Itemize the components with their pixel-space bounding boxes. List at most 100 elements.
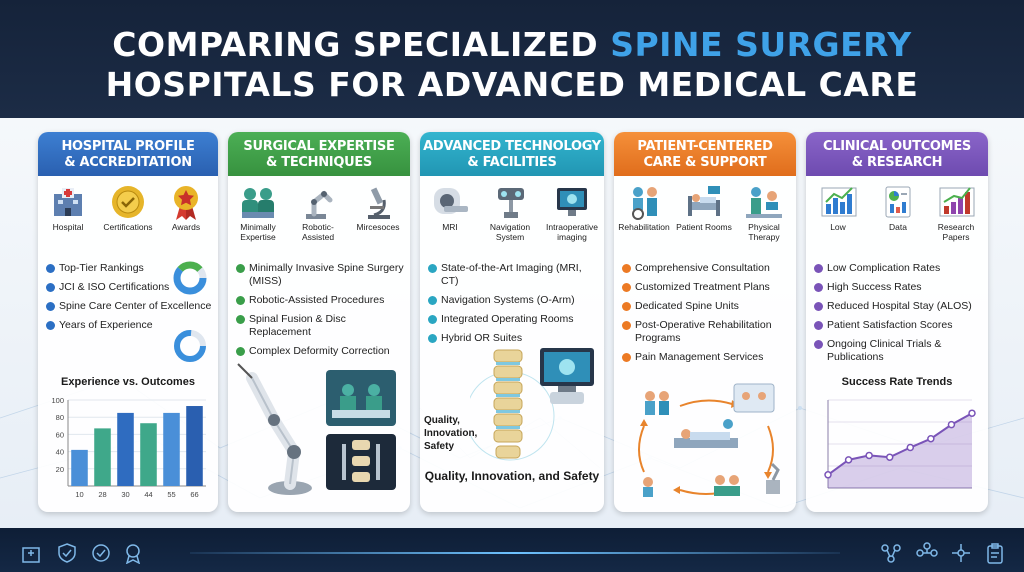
- spine-implant-photo: [326, 434, 396, 490]
- icon-patient-rooms: Patient Rooms: [676, 184, 732, 232]
- donut-chart-icon: [173, 261, 207, 295]
- bullet-item: Minimally Invasive Spine Surgery (MISS): [236, 262, 404, 288]
- icon-hospital: Hospital: [40, 184, 96, 232]
- bullet-item: Spine Care Center of Excellence: [46, 300, 214, 313]
- bullet-item: Hybrid OR Suites: [428, 332, 596, 345]
- bar: [71, 449, 88, 486]
- y-tick-label: 100: [51, 396, 64, 405]
- bullet-list: Minimally Invasive Spine Surgery (MISS) …: [236, 262, 404, 364]
- x-tick-label: 55: [167, 490, 175, 499]
- operating-room-photo: [326, 370, 396, 426]
- icon-awards: Awards: [158, 184, 214, 232]
- icon-certifications: Certifications: [100, 184, 156, 232]
- data-point: [865, 451, 873, 460]
- patient-bed-icon: [688, 186, 720, 216]
- award-icon: [125, 544, 141, 564]
- bullet-item: Complex Deformity Correction: [236, 345, 404, 358]
- title-line-1: COMPARING SPECIALIZED SPINE SURGERY: [112, 25, 912, 64]
- y-tick-label: 60: [56, 430, 64, 439]
- data-point: [947, 420, 956, 429]
- bullet-item: Low Complication Rates: [814, 262, 982, 275]
- hospital-icon: [54, 188, 82, 216]
- x-tick-label: 44: [144, 490, 152, 499]
- panel-clinical-outcomes: CLINICAL OUTCOMES& RESEARCH Low Data Res…: [806, 132, 988, 512]
- icon-row: Hospital Certifications Awards: [38, 184, 218, 260]
- y-tick-label: 40: [56, 448, 64, 457]
- footer: [0, 528, 1024, 572]
- icon-mri: MRI: [422, 184, 478, 232]
- data-point: [906, 443, 915, 452]
- workflow-icon: [916, 542, 938, 557]
- data-document-icon: [885, 186, 911, 218]
- bar: [163, 412, 180, 486]
- imaging-monitor-illustration: [540, 348, 594, 404]
- x-tick-label: 28: [98, 490, 106, 499]
- bar: [117, 412, 134, 486]
- icon-robotic: Robotic-Assisted: [290, 184, 346, 242]
- robot-arm-icon: [306, 190, 333, 219]
- bullet-item: Patient Satisfaction Scores: [814, 319, 982, 332]
- footer-divider: [190, 552, 840, 554]
- rehabilitation-icon: [632, 187, 657, 220]
- bullet-item: JCI & ISO Certifications: [46, 281, 214, 294]
- network-icon: [881, 544, 901, 563]
- x-tick-label: 10: [75, 490, 83, 499]
- x-tick-label: 66: [190, 490, 198, 499]
- icon-rehabilitation: Rehabilitation: [616, 184, 672, 232]
- data-point: [844, 456, 853, 464]
- gold-seal-icon: [112, 186, 144, 218]
- y-tick-label: 80: [56, 413, 64, 422]
- bullet-item: Top-Tier Rankings: [46, 262, 214, 275]
- data-point: [927, 434, 935, 443]
- data-point: [885, 453, 894, 461]
- bar: [140, 423, 157, 486]
- bullet-item: Ongoing Clinical Trials & Publications: [814, 338, 982, 364]
- clipboard-icon: [987, 543, 1003, 564]
- mri-scanner-icon: [434, 188, 468, 214]
- header: COMPARING SPECIALIZED SPINE SURGERY HOSP…: [0, 0, 1024, 118]
- monitor-icon: [557, 188, 587, 216]
- care-cycle-illustration: [638, 383, 780, 497]
- bullet-item: Robotic-Assisted Procedures: [236, 294, 404, 307]
- bar-chart-icon: [821, 187, 857, 217]
- chart-title: Experience vs. Outcomes: [61, 376, 195, 388]
- data-point: [968, 409, 976, 417]
- panel-header: CLINICAL OUTCOMES& RESEARCH: [806, 132, 988, 176]
- panel-header: ADVANCED TECHNOLOGY& FACILITIES: [420, 132, 604, 176]
- title-line-2: HOSPITALS FOR ADVANCED MEDICAL CARE: [105, 65, 919, 104]
- ring-chart-icon: [174, 330, 206, 362]
- molecule-icon: [952, 544, 970, 562]
- bullet-item: Customized Treatment Plans: [622, 281, 790, 294]
- tagline: Quality, Innovation, and Safety: [424, 469, 600, 483]
- panel-header: HOSPITAL PROFILE& ACCREDITATION: [38, 132, 218, 176]
- bullet-item: Reduced Hospital Stay (ALOS): [814, 300, 982, 313]
- research-chart-icon: [939, 187, 975, 217]
- bullet-item: Post-Operative Rehabilitation Programs: [622, 319, 790, 345]
- panel-surgical-expertise: SURGICAL EXPERTISE& TECHNIQUES Minimally…: [228, 132, 410, 512]
- navigation-system-icon: [498, 188, 524, 218]
- icon-low: Low: [810, 184, 866, 232]
- bullet-item: Comprehensive Consultation: [622, 262, 790, 275]
- bullet-item: Dedicated Spine Units: [622, 300, 790, 313]
- bullet-list: State-of-the-Art Imaging (MRI, CT) Navig…: [428, 262, 596, 351]
- robotic-arm-illustration: [237, 363, 312, 495]
- bullet-item: Spinal Fusion & Disc Replacement: [236, 313, 404, 339]
- y-tick-label: 20: [56, 465, 64, 474]
- microscope-icon: [368, 187, 390, 219]
- bullet-item: Years of Experience: [46, 319, 214, 332]
- bullet-item: Integrated Operating Rooms: [428, 313, 596, 326]
- icon-data: Data: [870, 184, 926, 232]
- bullet-item: Navigation Systems (O-Arm): [428, 294, 596, 307]
- surgeons-icon: [242, 188, 274, 218]
- data-point: [824, 471, 832, 479]
